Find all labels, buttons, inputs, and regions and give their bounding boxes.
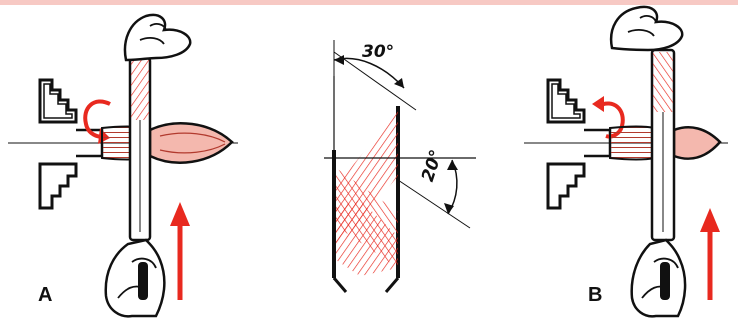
tool-handle-a xyxy=(150,123,232,162)
guide-base xyxy=(334,278,398,292)
panel-b xyxy=(524,7,728,316)
hand-icon xyxy=(138,262,148,300)
panel-label-a: A xyxy=(38,284,52,307)
angle-arc-30 xyxy=(334,58,404,88)
angle-arc-30 xyxy=(334,55,344,65)
lathe-chuck-icon xyxy=(548,164,584,208)
file-teeth-hatch xyxy=(653,52,673,112)
lathe-chuck-icon xyxy=(40,164,76,208)
motion-arrow-icon xyxy=(170,202,190,226)
tool-handle-b xyxy=(674,127,720,158)
angle-arc-20 xyxy=(447,160,458,170)
hand-icon xyxy=(632,240,685,316)
hand-icon xyxy=(660,262,670,300)
angle-label-30: 30° xyxy=(362,42,394,62)
hand-icon xyxy=(611,7,682,50)
panel-label-b: B xyxy=(588,284,602,307)
angle-line-20 xyxy=(398,180,470,228)
panel-a xyxy=(8,15,238,316)
file-teeth-hatch xyxy=(131,60,149,120)
rotation-arrow-icon xyxy=(592,96,604,112)
angle-diagram xyxy=(324,40,476,292)
tool-handle-b xyxy=(610,127,655,160)
hand-icon xyxy=(106,240,165,316)
motion-arrow-icon xyxy=(700,208,720,232)
hand-icon xyxy=(125,15,190,60)
